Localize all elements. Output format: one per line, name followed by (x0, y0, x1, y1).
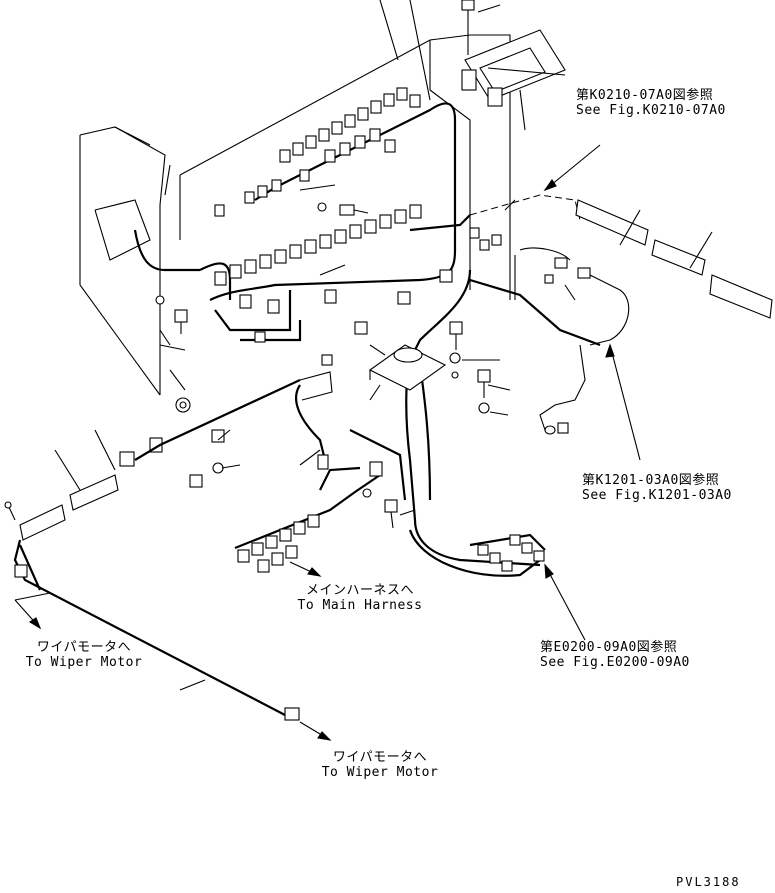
reference-label-e0200: 第E0200-09A0図参照 See Fig.E0200-09A0 (540, 640, 690, 670)
destination-label-main-harness-en: To Main Harness (297, 598, 423, 613)
sub-harness-k1201 (514, 247, 630, 435)
destination-label-wiper-left-ja: ワイパモータへ (36, 640, 132, 655)
left-wiper-connectors (4, 379, 301, 721)
drawing-code: PVL3188 (676, 875, 741, 889)
reference-label-k1201-ja: 第K1201-03A0図参照 (582, 473, 720, 488)
reference-label-e0200-ja: 第E0200-09A0図参照 (540, 640, 678, 655)
destination-label-main-harness-ja: メインハーネスへ (305, 583, 414, 598)
lower-connector-cluster (234, 384, 383, 573)
upper-connector-row (214, 87, 421, 217)
reference-label-k1201-en: See Fig.K1201-03A0 (582, 488, 732, 503)
upper-right-connector-block (461, 29, 566, 131)
reference-label-k0210-en: See Fig.K0210-07A0 (576, 103, 726, 118)
grommet-clamp (299, 344, 447, 401)
main-harness-trunk (133, 102, 601, 567)
reference-label-k0210-ja: 第K0210-07A0図参照 (576, 88, 714, 103)
destination-label-wiper-bottom: ワイパモータへ To Wiper Motor (310, 750, 450, 780)
console-panel (79, 0, 541, 396)
dashed-harness-k0210 (469, 194, 773, 319)
destination-label-wiper-left: ワイパモータへ To Wiper Motor (14, 640, 154, 670)
reference-label-k1201: 第K1201-03A0図参照 See Fig.K1201-03A0 (582, 473, 732, 503)
destination-label-main-harness: メインハーネスへ To Main Harness (290, 583, 430, 613)
destination-label-wiper-bottom-ja: ワイパモータへ (332, 750, 428, 765)
leader-lines (14, 4, 713, 741)
reference-label-k0210: 第K0210-07A0図参照 See Fig.K0210-07A0 (576, 88, 726, 118)
reference-label-e0200-en: See Fig.E0200-09A0 (540, 655, 690, 670)
lower-right-connectors (408, 529, 546, 577)
destination-label-wiper-left-en: To Wiper Motor (25, 655, 143, 670)
middle-connector-row (119, 204, 502, 467)
bolts-and-washers (155, 0, 491, 529)
destination-label-wiper-bottom-en: To Wiper Motor (321, 765, 439, 780)
